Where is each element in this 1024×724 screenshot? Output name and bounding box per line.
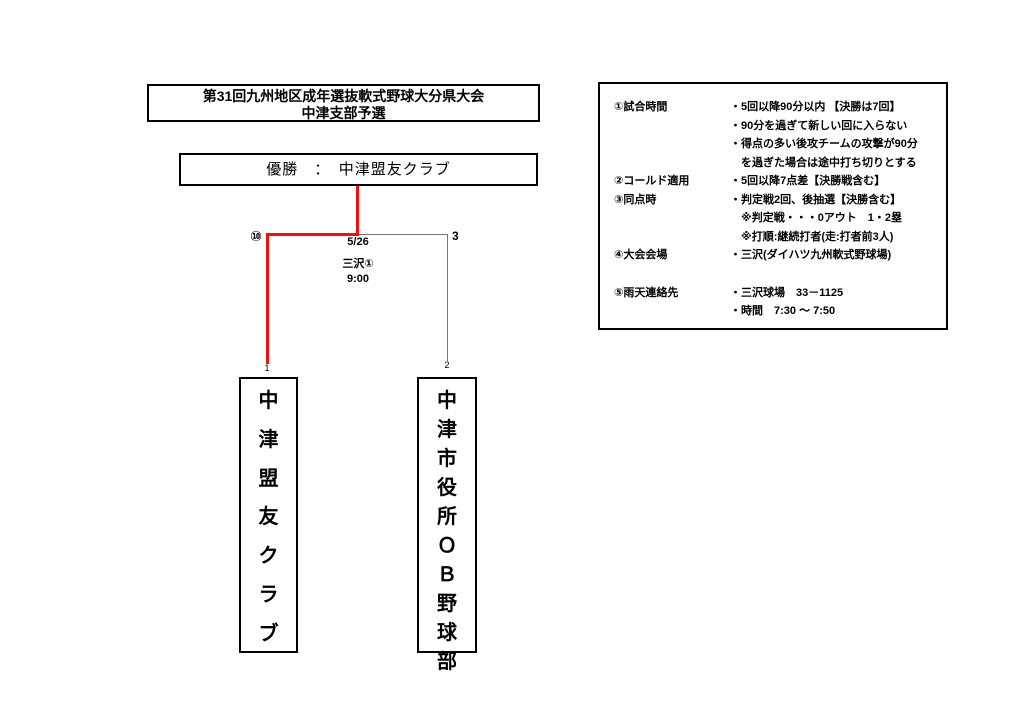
tournament-title-line2: 中津支部予選 <box>301 104 386 121</box>
rule-row-game-time: ①試合時間 ・5回以降90分以内 【決勝は7回】 ・90分を過ぎて新しい回に入ら… <box>614 98 940 172</box>
tournament-title-line1: 第31回九州地区成年選抜軟式野球大分県大会 <box>202 88 485 104</box>
score-right: 3 <box>452 229 459 243</box>
team-box-1: 中津盟友クラブ <box>239 377 298 653</box>
match-time: 9:00 <box>346 273 370 285</box>
rule-row-venue: ④大会会場 ・三沢(ダイハツ九州軟式野球場) <box>614 246 940 265</box>
rule-label: ⑤雨天連絡先 <box>614 286 679 299</box>
rule-detail: ・5回以降90分以内 【決勝は7回】 ・90分を過ぎて新しい回に入らない ・得点… <box>730 101 918 169</box>
match-date: 5/26 <box>347 236 369 248</box>
rule-label: ④大会会場 <box>614 249 668 261</box>
bracket-horizontal-line <box>359 234 448 235</box>
rules-info-panel: ①試合時間 ・5回以降90分以内 【決勝は7回】 ・90分を過ぎて新しい回に入ら… <box>598 82 948 330</box>
rule-label: ③同点時 <box>614 193 657 206</box>
winner-text: 優勝 ： 中津盟友クラブ <box>266 161 451 178</box>
winner-connector-line <box>356 186 359 235</box>
bracket-left-winner-line <box>266 233 269 364</box>
rule-label: ②コールド適用 <box>614 175 690 187</box>
rule-row-tie: ③同点時 ・判定戦2回、後抽選【決勝含む】 ※判定戦・・・0アウト 1・2塁 ※… <box>614 191 940 247</box>
rule-detail: ・5回以降7点差【決勝戦含む】 <box>730 175 886 187</box>
rule-detail: ・三沢(ダイハツ九州軟式野球場) <box>730 249 892 261</box>
rule-label: ①試合時間 <box>614 101 668 113</box>
seed-number-2: 2 <box>444 360 450 370</box>
rule-row-rain-contact: ⑤雨天連絡先 ・三沢球場 33－1125 ・時間 7:30 ～ 7:50 <box>614 284 940 321</box>
bracket-right-line <box>447 234 448 361</box>
winner-box: 優勝 ： 中津盟友クラブ <box>179 153 538 186</box>
seed-number-1: 1 <box>264 363 270 373</box>
rule-row-cold-game: ②コールド適用 ・5回以降7点差【決勝戦含む】 <box>614 172 940 191</box>
bracket-horizontal-winner-line <box>266 233 359 236</box>
score-left: ⑩ <box>250 228 262 244</box>
rule-detail: ・判定戦2回、後抽選【決勝含む】 ※判定戦・・・0アウト 1・2塁 ※打順:継続… <box>730 193 903 243</box>
rule-detail: ・三沢球場 33－1125 ・時間 7:30 ～ 7:50 <box>730 286 844 318</box>
tournament-title-box: 第31回九州地区成年選抜軟式野球大分県大会 中津支部予選 <box>147 84 540 122</box>
match-venue: 三沢① <box>342 258 374 270</box>
team-name-1: 中津盟友クラブ <box>258 390 279 645</box>
